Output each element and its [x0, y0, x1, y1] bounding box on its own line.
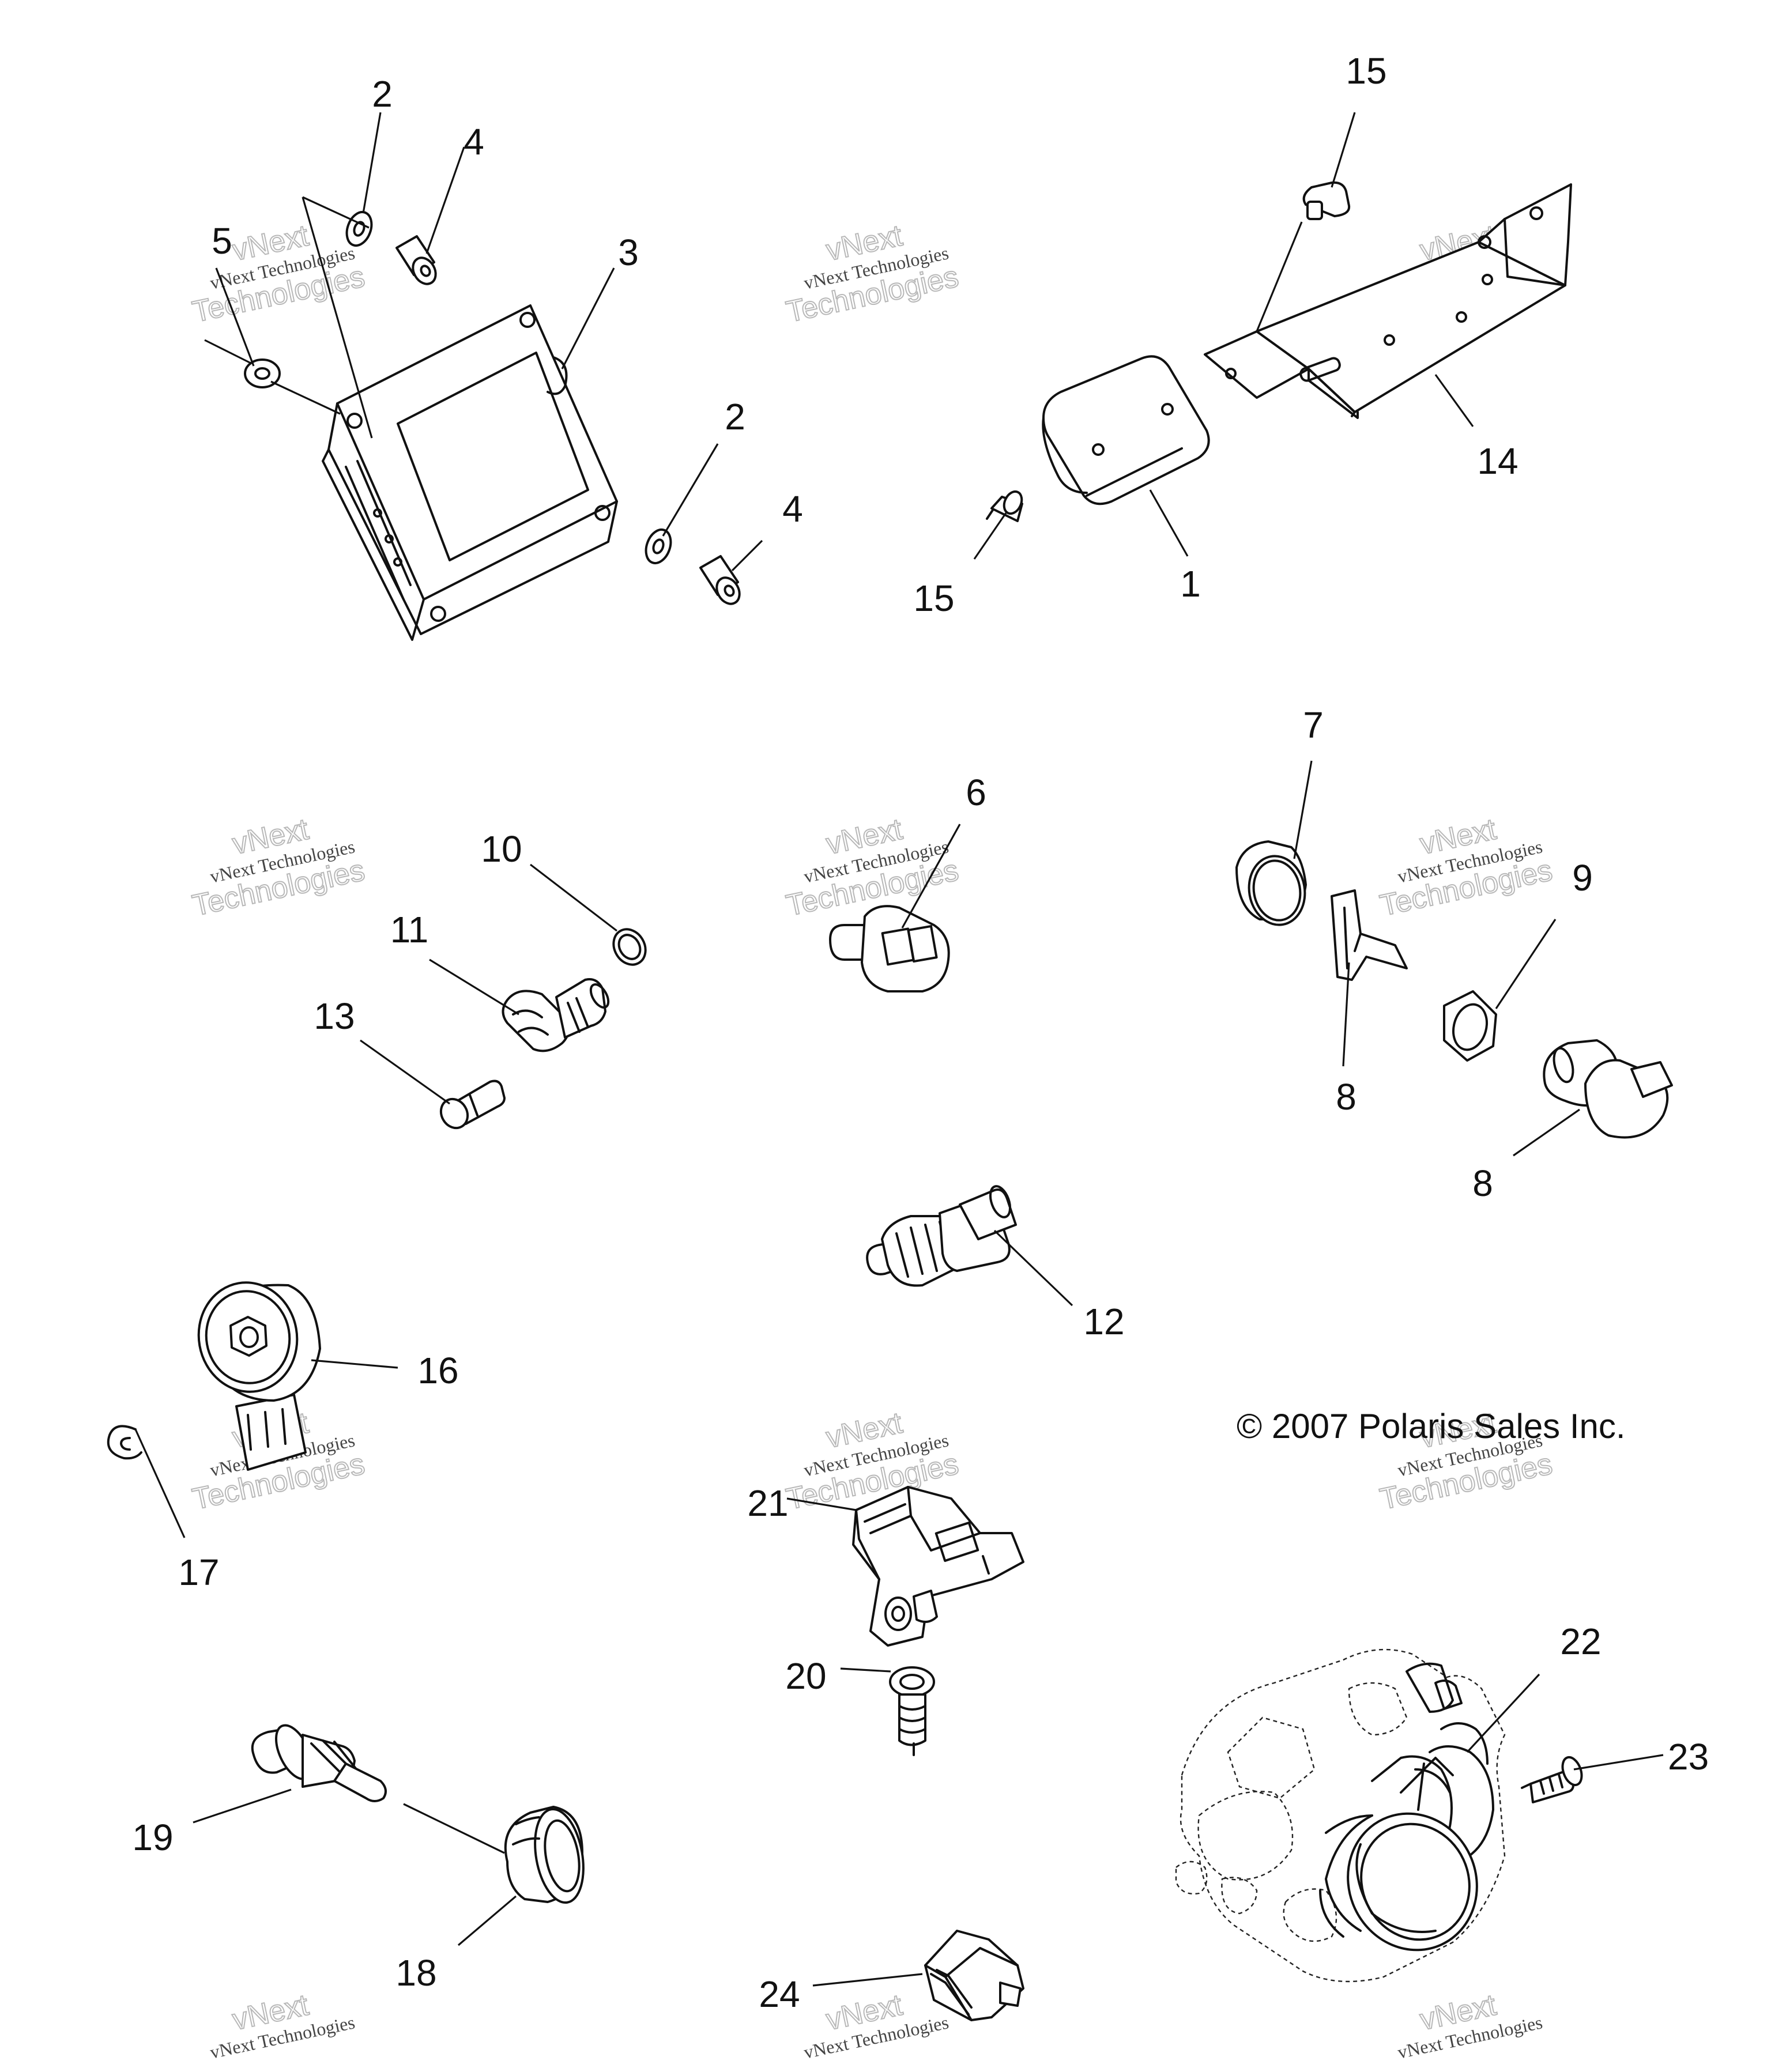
callout-22: 22: [1560, 1621, 1601, 1662]
callout-11: 11: [390, 909, 428, 950]
washer-5: [244, 358, 281, 388]
callout-9: 9: [1572, 857, 1593, 899]
cap-7: [1235, 840, 1307, 926]
sensor-6: [829, 905, 950, 992]
clip-17: [107, 1425, 142, 1460]
callout-13: 13: [314, 995, 355, 1037]
callout-2-lower: 2: [725, 396, 745, 437]
callout-17: 17: [178, 1552, 219, 1593]
ecu-module: [322, 304, 618, 641]
callout-21: 21: [747, 1482, 788, 1524]
map-sensor-21: [852, 1486, 1024, 1647]
callout-8-upper: 8: [1336, 1076, 1356, 1118]
callout-10: 10: [481, 828, 522, 870]
watermark: vNext vNext Technologies Technologies: [783, 812, 962, 923]
bolt-13: [439, 1080, 506, 1130]
washer-2-lower: [645, 528, 672, 565]
nut-9: [1443, 990, 1497, 1062]
o-ring-10: [612, 928, 647, 966]
terminal-8: [1331, 889, 1408, 981]
callout-3: 3: [618, 232, 639, 273]
throttle-body-22: [1175, 1648, 1506, 1983]
callout-20: 20: [785, 1655, 826, 1697]
watermark: vNext vNext Technologies Technologies: [1377, 812, 1556, 923]
screw-15-left: [986, 490, 1023, 522]
callout-18: 18: [395, 1952, 436, 1994]
callout-6: 6: [966, 772, 986, 813]
grommet-18: [504, 1806, 585, 1904]
callout-16: 16: [417, 1350, 458, 1391]
switch-24: [924, 1930, 1024, 2021]
callout-7: 7: [1303, 704, 1324, 746]
relay-1: [1042, 355, 1210, 505]
watermark: vNext vNext Technologies Technologies: [189, 812, 368, 923]
callout-19: 19: [132, 1817, 173, 1858]
watermark: vNext vNext Technologies Technologies: [783, 218, 962, 330]
sensor-19: [251, 1724, 387, 1802]
bolt-4-lower: [699, 555, 741, 605]
watermark: vNext vNext Technologies: [802, 1988, 951, 2063]
callout-5: 5: [212, 220, 232, 262]
callout-15-upper: 15: [1346, 50, 1386, 92]
watermark: vNext vNext Technologies: [208, 1988, 357, 2063]
callout-15-lower: 15: [913, 578, 954, 619]
callout-23: 23: [1668, 1736, 1709, 1777]
callout-numbers: 1 2 2 3 4 4 5 6 7 8 8 9 10 11 12 13 14 1…: [132, 50, 1709, 2015]
callout-24: 24: [759, 1973, 800, 2015]
screw-15-upper: [1302, 181, 1351, 220]
leader-lines: [134, 112, 1664, 1987]
callout-4-upper: 4: [464, 121, 484, 163]
switch-8: [1543, 1039, 1673, 1139]
sensor-12: [866, 1185, 1017, 1287]
watermark: vNext vNext Technologies: [1396, 1988, 1544, 2063]
callout-14: 14: [1477, 440, 1518, 482]
knock-sensor-16: [197, 1281, 321, 1471]
callout-12: 12: [1083, 1301, 1124, 1342]
sensor-11: [502, 978, 610, 1052]
screw-23: [1521, 1756, 1583, 1803]
callout-1: 1: [1180, 563, 1201, 605]
watermark: vNext vNext Technologies Technologies: [189, 218, 368, 330]
bolt-4-upper: [395, 235, 437, 285]
callout-8-lower: 8: [1472, 1163, 1493, 1204]
copyright-text: © 2007 Polaris Sales Inc.: [1237, 1407, 1626, 1446]
callout-2-upper: 2: [372, 73, 393, 115]
callout-4-lower: 4: [782, 488, 803, 530]
bracket-14: [1204, 183, 1572, 419]
plug-20: [889, 1666, 935, 1756]
